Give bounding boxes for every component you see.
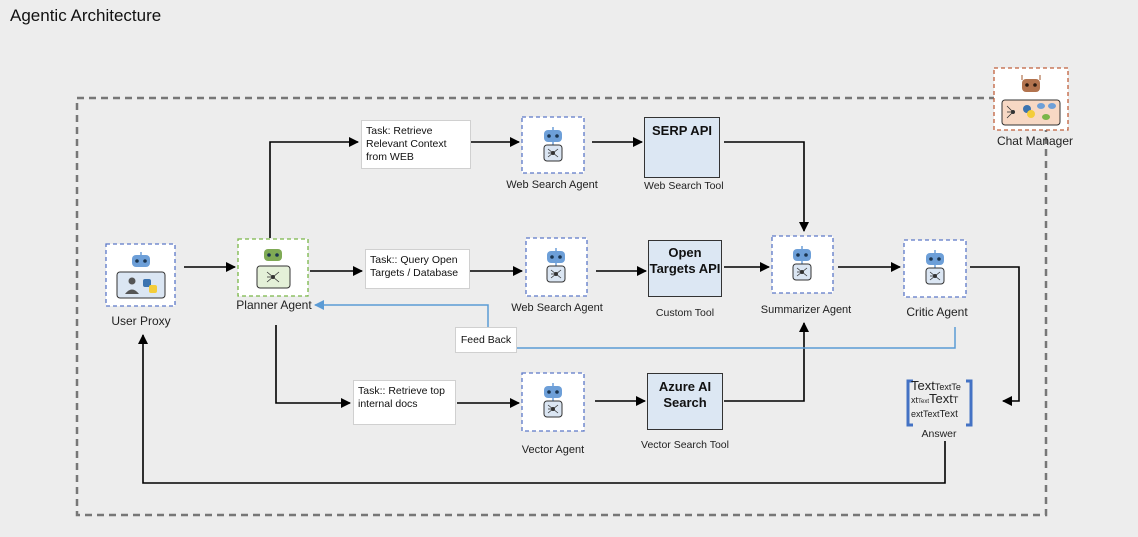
critic-agent-label: Critic Agent [906, 305, 968, 319]
edge-azure-to-summarizer [724, 322, 809, 402]
answer-text: TextTextTe xtTextTextT extTextText [911, 378, 969, 421]
azure-ai-search-box: Azure AI Search [647, 373, 723, 430]
edge-feedback-to-planner [314, 300, 489, 327]
answer-text-part: Text [939, 409, 958, 420]
edge-serp-to-summarizer [724, 141, 809, 232]
chat-manager-boundary [75, 96, 1048, 517]
edge-planner-to-web-task [269, 137, 359, 238]
open-targets-api-box: Open Targets API [648, 240, 722, 297]
feedback-box: Feed Back [455, 327, 517, 353]
answer-text-part: Text [929, 391, 953, 406]
chat-manager-label: Chat Manager [997, 134, 1073, 148]
answer-text-part: xt [911, 395, 919, 405]
chat-manager-node [993, 67, 1069, 131]
user-proxy-node [105, 243, 176, 307]
open-targets-caption: Custom Tool [655, 307, 715, 319]
answer-text-part: Text [911, 378, 935, 393]
web-search-agent-1-label: Web Search Agent [506, 179, 598, 191]
answer-text-part: Text [918, 399, 930, 405]
diagram-title: Agentic Architecture [10, 6, 162, 25]
serp-api-box: SERP API [644, 117, 720, 178]
planner-agent-node [237, 238, 309, 297]
planner-agent-label: Planner Agent [236, 298, 312, 312]
edge-answer-to-user [138, 334, 946, 484]
critic-agent-node [903, 239, 967, 298]
user-proxy-label: User Proxy [111, 314, 170, 328]
answer-text-part: TextTe [934, 382, 961, 392]
task-internal-box: Task:: Retrieve top internal docs [353, 380, 456, 425]
edge-critic-feedback-line [517, 327, 956, 349]
vector-agent-label: Vector Agent [522, 444, 584, 456]
web-search-agent-2-node [525, 237, 588, 297]
answer-node [906, 379, 973, 427]
task-targets-box: Task:: Query Open Targets / Database [365, 249, 470, 289]
summarizer-agent-node [771, 235, 834, 294]
answer-text-part: Text [923, 409, 940, 419]
user-proxy-icon [116, 271, 166, 299]
serp-caption: Web Search Tool [644, 180, 724, 192]
answer-label: Answer [921, 428, 957, 440]
vector-agent-node [521, 372, 585, 432]
azure-caption: Vector Search Tool [641, 439, 729, 451]
web-search-agent-2-label: Web Search Agent [511, 302, 603, 314]
summarizer-agent-label: Summarizer Agent [761, 304, 851, 316]
answer-text-part: T [952, 395, 959, 405]
edge-planner-to-internal-task [275, 325, 351, 408]
edge-critic-to-answer [970, 266, 1020, 406]
web-search-agent-1-node [521, 116, 585, 174]
task-web-box: Task: Retrieve Relevant Context from WEB [361, 120, 471, 169]
answer-text-part: ext [911, 409, 924, 419]
